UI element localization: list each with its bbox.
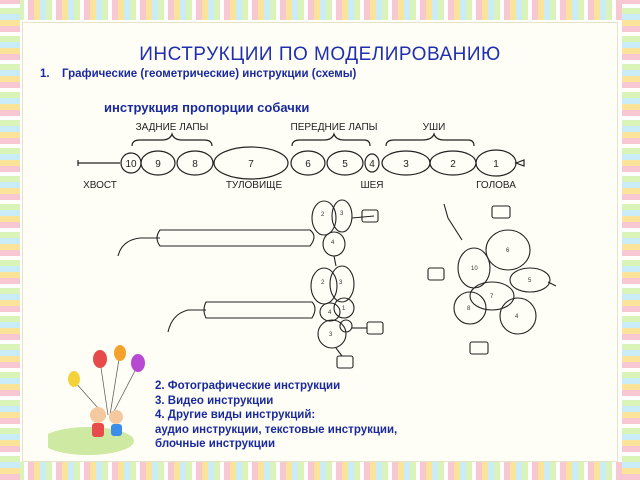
segment-number: 10 (125, 159, 137, 170)
part-label-tail: ХВОСТ (83, 180, 117, 191)
decorative-border-top (0, 0, 640, 20)
segment-number: 4 (369, 159, 375, 170)
list-item: блочные инструкции (155, 438, 276, 450)
bracket-ears (385, 132, 475, 147)
group-label-hind-legs: ЗАДНИЕ ЛАПЫ (136, 122, 209, 133)
list-item: 2. Фотографические инструкции (155, 380, 341, 392)
segment-number: 1 (493, 159, 499, 170)
segment-number: 3 (403, 159, 409, 170)
segment-number: 9 (155, 159, 161, 170)
svg-text:3: 3 (329, 332, 333, 338)
content-area (22, 22, 618, 462)
part-label-neck: ШЕЯ (360, 180, 383, 191)
assembly-step-drawing-2: 2 3 1 4 3 (167, 265, 384, 369)
list-item-graphic-instructions: 1. Графические (геометрические) инструкци… (40, 68, 356, 80)
group-label-ears: УШИ (423, 122, 446, 133)
svg-text:2: 2 (321, 212, 325, 218)
svg-text:8: 8 (467, 306, 471, 312)
svg-text:7: 7 (490, 294, 494, 300)
decorative-border-left (0, 0, 20, 480)
svg-text:4: 4 (328, 310, 332, 316)
kids-with-balloons-clipart (48, 345, 145, 455)
bracket-hind-legs (131, 132, 213, 147)
svg-text:4: 4 (515, 314, 519, 320)
svg-text:6: 6 (506, 248, 510, 254)
list-item: 3. Видео инструкции (155, 394, 274, 407)
segment-number: 2 (450, 159, 456, 170)
bracket-front-legs (291, 132, 371, 147)
svg-text:4: 4 (331, 240, 335, 246)
decorative-border-bottom (0, 462, 640, 480)
group-label-front-legs: ПЕРЕДНИЕ ЛАПЫ (291, 122, 378, 133)
part-label-head: ГОЛОВА (476, 180, 516, 191)
list-item: аудио инструкции, текстовые инструкции, (155, 423, 398, 436)
slide-title: ИНСТРУКЦИИ ПО МОДЕЛИРОВАНИЮ (139, 44, 501, 65)
decorative-border-right (622, 0, 640, 480)
svg-text:10: 10 (471, 266, 478, 272)
segment-number: 7 (248, 159, 254, 170)
assembly-step-drawing-3: 6 10 5 7 8 4 (427, 203, 557, 355)
svg-text:1: 1 (342, 306, 346, 312)
list-item-number: 1. (40, 68, 50, 80)
assembly-step-drawing-1: 2 3 4 (117, 199, 379, 267)
segment-number: 5 (342, 159, 348, 170)
svg-text:5: 5 (528, 278, 532, 284)
list-item-text: Графические (геометрические) инструкции … (62, 68, 357, 80)
scheme-subtitle: инструкция пропорции собачки (104, 100, 310, 115)
svg-text:3: 3 (340, 211, 344, 217)
segment-number: 6 (305, 159, 311, 170)
svg-text:3: 3 (339, 280, 343, 286)
instruction-types-list: 2. Фотографические инструкции 3. Видео и… (155, 379, 397, 452)
svg-text:2: 2 (321, 280, 325, 286)
segment-number: 8 (192, 159, 198, 170)
part-label-body: ТУЛОВИЩЕ (226, 180, 283, 191)
balloon-proportion-scheme: ЗАДНИЕ ЛАПЫ ПЕРЕДНИЕ ЛАПЫ УШИ 10 9 8 7 6… (77, 122, 525, 191)
list-item: 4. Другие виды инструкций: (155, 409, 316, 421)
